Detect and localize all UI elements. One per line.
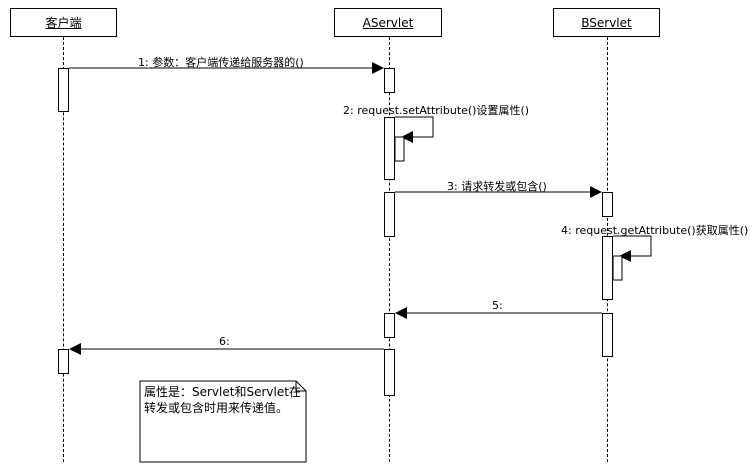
activation-client-2 xyxy=(58,349,69,374)
message-6-arrowhead xyxy=(69,343,81,355)
participant-client-label: 客户端 xyxy=(45,16,82,30)
lifeline-client xyxy=(63,37,64,462)
activation-bservlet-3 xyxy=(602,313,613,357)
message-2-nested-activation xyxy=(394,136,405,162)
message-4-label: 4: request.getAttribute()获取属性() xyxy=(561,224,749,237)
activation-aservlet-1 xyxy=(384,68,395,93)
participant-bservlet: BServlet xyxy=(553,8,660,37)
activation-aservlet-5 xyxy=(384,349,395,396)
message-5-label: 5: xyxy=(492,299,503,312)
message-1-label: 1: 参数：客户端传递给服务器的() xyxy=(138,56,304,69)
note-text: 属性是：Servlet和Servlet在 转发或包含时用来传递值。 xyxy=(144,384,301,416)
participant-bservlet-label: BServlet xyxy=(581,15,632,30)
note-folded-corner xyxy=(295,381,306,392)
participant-client: 客户端 xyxy=(10,8,117,37)
message-1-arrowhead xyxy=(372,62,384,74)
activation-client-1 xyxy=(58,68,69,112)
activation-aservlet-4 xyxy=(384,313,395,338)
message-2-arrowhead xyxy=(401,131,413,143)
message-3-arrowhead xyxy=(590,186,602,198)
message-4-nested-activation xyxy=(612,255,623,281)
participant-aservlet: AServlet xyxy=(334,8,442,37)
message-4-arrowhead xyxy=(619,250,631,262)
note-line-1: 属性是：Servlet和Servlet在 xyxy=(144,385,301,399)
activation-aservlet-3 xyxy=(384,192,395,237)
participant-aservlet-label: AServlet xyxy=(362,15,414,30)
message-2-label: 2: request.setAttribute()设置属性() xyxy=(343,104,530,117)
message-4-selfcall xyxy=(613,235,652,257)
note-shape xyxy=(139,380,307,463)
note-line-2: 转发或包含时用来传递值。 xyxy=(144,401,289,415)
activation-bservlet-1 xyxy=(602,192,613,217)
message-2-selfcall xyxy=(395,116,434,138)
message-5-arrowhead xyxy=(395,307,407,319)
message-3-label: 3: 请求转发或包含() xyxy=(447,180,547,193)
lifeline-aservlet xyxy=(389,37,390,462)
message-6-label: 6: xyxy=(219,335,230,348)
